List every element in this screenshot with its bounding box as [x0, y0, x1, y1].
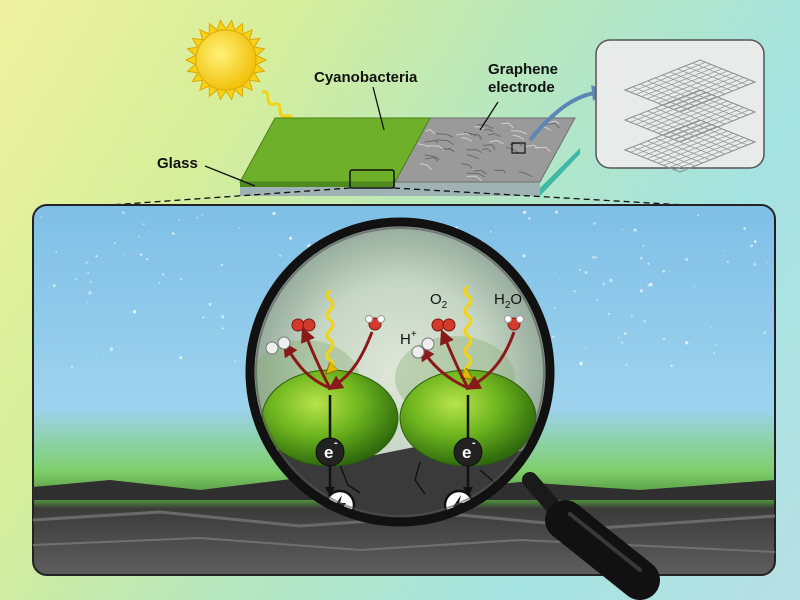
water-label: H2O	[494, 291, 522, 311]
svg-text:e: e	[462, 443, 471, 462]
electron-badge-left: e -	[315, 437, 345, 467]
lens-view: e - e -	[250, 222, 550, 522]
oxygen-label: O2	[430, 291, 448, 311]
magnifying-glass-icon	[522, 472, 660, 600]
svg-text:-: -	[334, 437, 338, 449]
water-molecule-right	[504, 315, 524, 331]
graphene-layers-inset	[595, 39, 765, 173]
cyanobacteria-label: Cyanobacteria	[314, 69, 418, 86]
graphene-electrode-label: Graphene electrode	[488, 61, 562, 96]
svg-text:-: -	[472, 437, 476, 449]
graphene-zoom-box	[511, 142, 526, 154]
callout-arrow	[528, 85, 608, 142]
proton-pair-left	[265, 336, 291, 355]
photon-wave-icon	[465, 284, 471, 376]
magnifier-lens-rim	[245, 217, 555, 527]
svg-text:e: e	[324, 443, 333, 462]
glass-label: Glass	[157, 155, 198, 172]
sun-icon	[184, 19, 268, 101]
proton-label: H+	[400, 329, 417, 348]
photon-wave-icon	[327, 288, 333, 370]
proton-pair-right	[411, 337, 435, 359]
water-molecule-left	[365, 315, 385, 331]
oxygen-molecule-right	[431, 318, 456, 332]
electron-badge-right: e -	[453, 437, 483, 467]
device-slab	[239, 117, 580, 196]
zoom-region-box	[349, 169, 395, 189]
oxygen-molecule-left	[291, 318, 316, 332]
